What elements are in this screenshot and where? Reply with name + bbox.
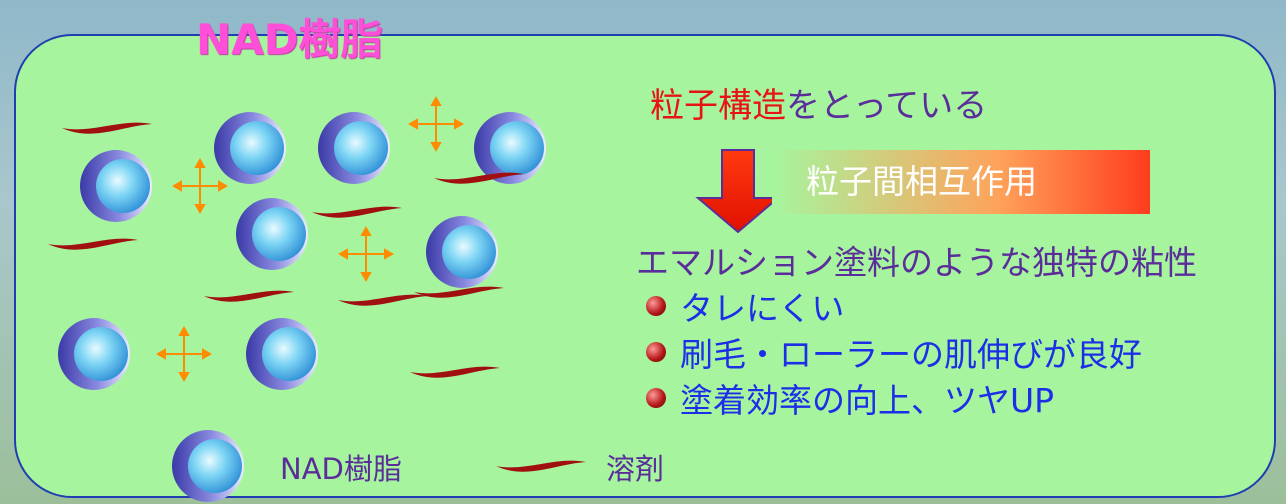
particle-structure-heading: 粒子構造をとっている — [650, 78, 987, 127]
interaction-cross-icon — [155, 325, 213, 383]
interaction-label-box: 粒子間相互作用 — [772, 150, 1150, 214]
resin-particle-icon — [58, 318, 130, 390]
bullet-text: 刷毛・ローラーの肌伸びが良好 — [680, 335, 1142, 374]
legend-solvent-label: 溶剤 — [606, 452, 665, 486]
solvent-stroke-icon — [48, 238, 138, 250]
solvent-stroke-icon — [434, 172, 524, 184]
heading-highlight: 粒子構造 — [650, 86, 786, 126]
resin-particle-icon — [236, 198, 308, 270]
solvent-stroke-icon — [414, 286, 504, 298]
bullet-item: タレにくい — [646, 282, 844, 330]
main-title: NAD樹脂 — [196, 15, 383, 64]
solvent-stroke-icon — [338, 294, 428, 306]
resin-particle-icon — [426, 216, 498, 288]
bullet-item: 塗着効率の向上、ツヤUP — [646, 374, 1054, 422]
viscosity-text: エマルション塗料のような独特の粘性 — [636, 243, 1197, 282]
resin-particle-icon — [172, 430, 244, 502]
interaction-cross-icon — [407, 95, 465, 153]
bullet-text: 塗着効率の向上、ツヤUP — [680, 381, 1055, 420]
resin-particle-icon — [318, 112, 390, 184]
bullet-dot-icon — [646, 388, 666, 408]
solvent-stroke-icon — [410, 366, 500, 378]
diagram-panel — [14, 34, 1276, 498]
bullet-dot-icon — [646, 296, 666, 316]
resin-particle-icon — [214, 112, 286, 184]
down-arrow-icon — [695, 149, 781, 234]
interaction-cross-icon — [337, 225, 395, 283]
bullet-item: 刷毛・ローラーの肌伸びが良好 — [646, 328, 1142, 376]
resin-particle-icon — [246, 318, 318, 390]
solvent-stroke-icon — [204, 290, 294, 302]
legend-resin-label: NAD樹脂 — [280, 452, 402, 486]
resin-particle-icon — [474, 112, 546, 184]
interaction-cross-icon — [171, 157, 229, 215]
bullet-text: タレにくい — [680, 289, 845, 328]
resin-particle-icon — [80, 150, 152, 222]
bullet-dot-icon — [646, 342, 666, 362]
heading-rest: をとっている — [786, 86, 988, 126]
solvent-stroke-icon — [62, 122, 152, 134]
solvent-stroke-icon — [496, 460, 586, 472]
solvent-stroke-icon — [312, 206, 402, 218]
